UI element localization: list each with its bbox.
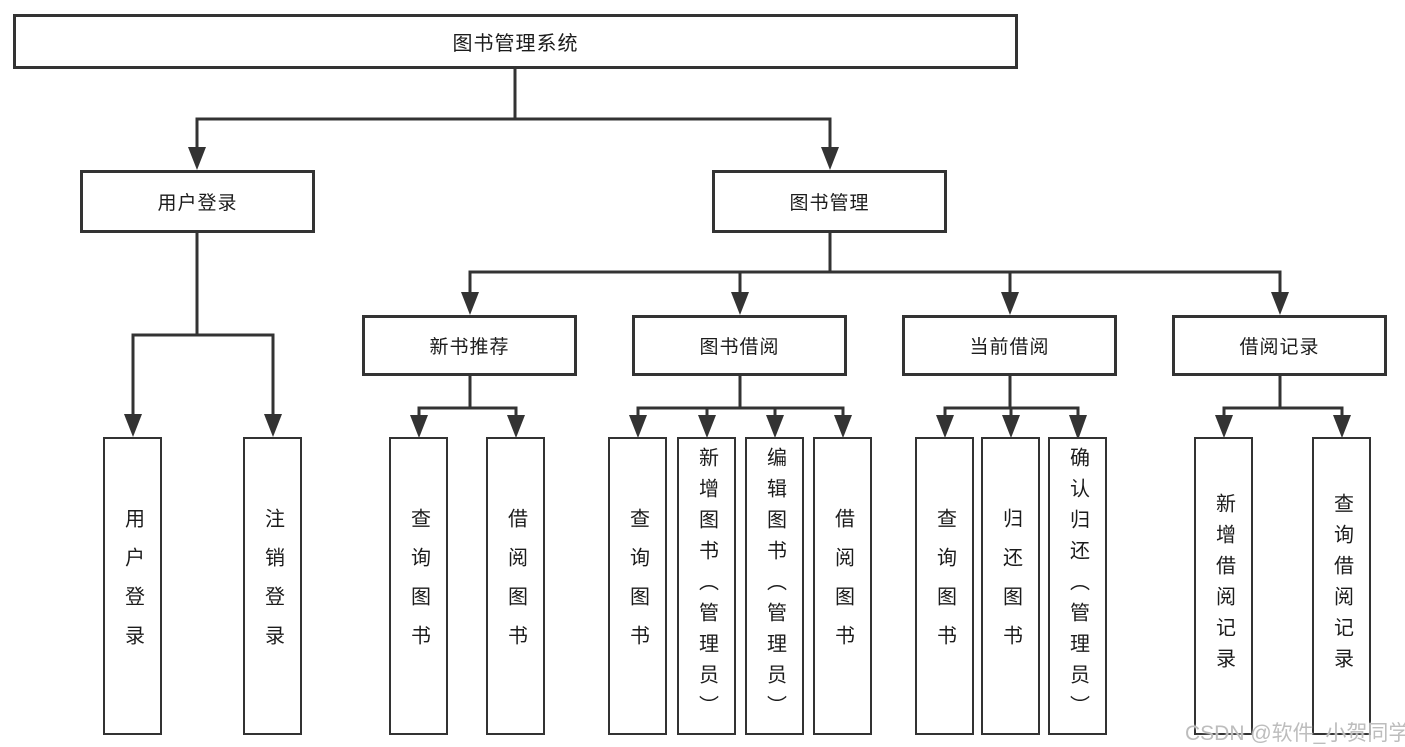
node-current-borrow: 当前借阅 (902, 315, 1117, 376)
leaf-label: 归还图书 (999, 508, 1022, 664)
leaf-label: 新增借阅记录 (1212, 493, 1235, 679)
leaf-logout: 注销登录 (243, 437, 302, 735)
leaf-label: 用户登录 (121, 508, 144, 664)
arrowhead (1333, 415, 1351, 438)
leaf-label: 查询图书 (933, 508, 956, 664)
connector-userlogin-branch (131, 333, 275, 418)
connector-level3-branch (468, 270, 1282, 296)
arrowhead (1215, 415, 1233, 438)
leaf-edit-book-admin: 编辑图书（管理员） (745, 437, 804, 735)
node-label: 图书借阅 (699, 337, 780, 358)
node-label: 借阅记录 (1239, 337, 1320, 358)
node-label: 当前借阅 (969, 337, 1050, 358)
leaf-label: 注销登录 (261, 508, 284, 664)
leaf-add-book-admin: 新增图书（管理员） (677, 437, 736, 735)
arrowhead (731, 292, 749, 315)
node-label: 图书管理 (789, 193, 870, 214)
leaf-query-books-current: 查询图书 (915, 437, 974, 735)
leaf-user-login: 用户登录 (103, 437, 162, 735)
arrowhead (410, 415, 428, 438)
arrowhead (821, 147, 839, 170)
leaf-label: 查询图书 (407, 508, 430, 664)
arrowheads (124, 147, 1351, 440)
node-book-borrow: 图书借阅 (632, 315, 847, 376)
leaf-label: 确认归还（管理员） (1066, 446, 1089, 726)
arrowhead (507, 415, 525, 438)
arrowhead (698, 415, 716, 438)
arrowhead (1271, 292, 1289, 315)
leaf-query-books-borrow: 查询图书 (608, 437, 667, 735)
node-library-management-system: 图书管理系统 (13, 14, 1018, 69)
arrowhead (766, 415, 784, 438)
connector-records-branch (1222, 406, 1344, 420)
node-label: 新书推荐 (429, 337, 510, 358)
connector-level2-branch (195, 117, 832, 150)
leaf-confirm-return-admin: 确认归还（管理员） (1048, 437, 1107, 735)
leaf-borrow-books: 借阅图书 (813, 437, 872, 735)
connector-newbook-branch (417, 406, 518, 420)
leaf-query-borrow-record: 查询借阅记录 (1312, 437, 1371, 735)
leaf-label: 查询图书 (626, 508, 649, 664)
csdn-watermark: CSDN @软件_小贺同学 (1185, 722, 1405, 745)
arrowhead (1002, 415, 1020, 438)
leaf-borrow-books-recommend: 借阅图书 (486, 437, 545, 735)
node-borrow-records: 借阅记录 (1172, 315, 1387, 376)
arrowhead (264, 414, 282, 437)
leaf-label: 查询借阅记录 (1330, 493, 1353, 679)
node-new-book-recommend: 新书推荐 (362, 315, 577, 376)
arrowhead (1001, 292, 1019, 315)
leaf-label: 新增图书（管理员） (695, 446, 718, 726)
arrowhead (834, 415, 852, 438)
arrowhead (124, 414, 142, 437)
leaf-label: 借阅图书 (504, 508, 527, 664)
node-label: 图书管理系统 (452, 33, 579, 55)
node-label: 用户登录 (157, 193, 238, 214)
node-book-management-branch: 图书管理 (712, 170, 947, 233)
leaf-return-books: 归还图书 (981, 437, 1040, 735)
leaf-label: 借阅图书 (831, 508, 854, 664)
leaf-label: 编辑图书（管理员） (763, 446, 786, 726)
arrowhead (629, 415, 647, 438)
leaf-add-borrow-record: 新增借阅记录 (1194, 437, 1253, 735)
connector-strokes (131, 67, 1344, 420)
connector-borrow-branch (636, 406, 845, 420)
node-user-login-branch: 用户登录 (80, 170, 315, 233)
arrowhead (1069, 415, 1087, 440)
arrowhead (188, 147, 206, 170)
leaf-query-books-recommend: 查询图书 (389, 437, 448, 735)
arrowhead (461, 292, 479, 315)
arrowhead (936, 415, 954, 438)
